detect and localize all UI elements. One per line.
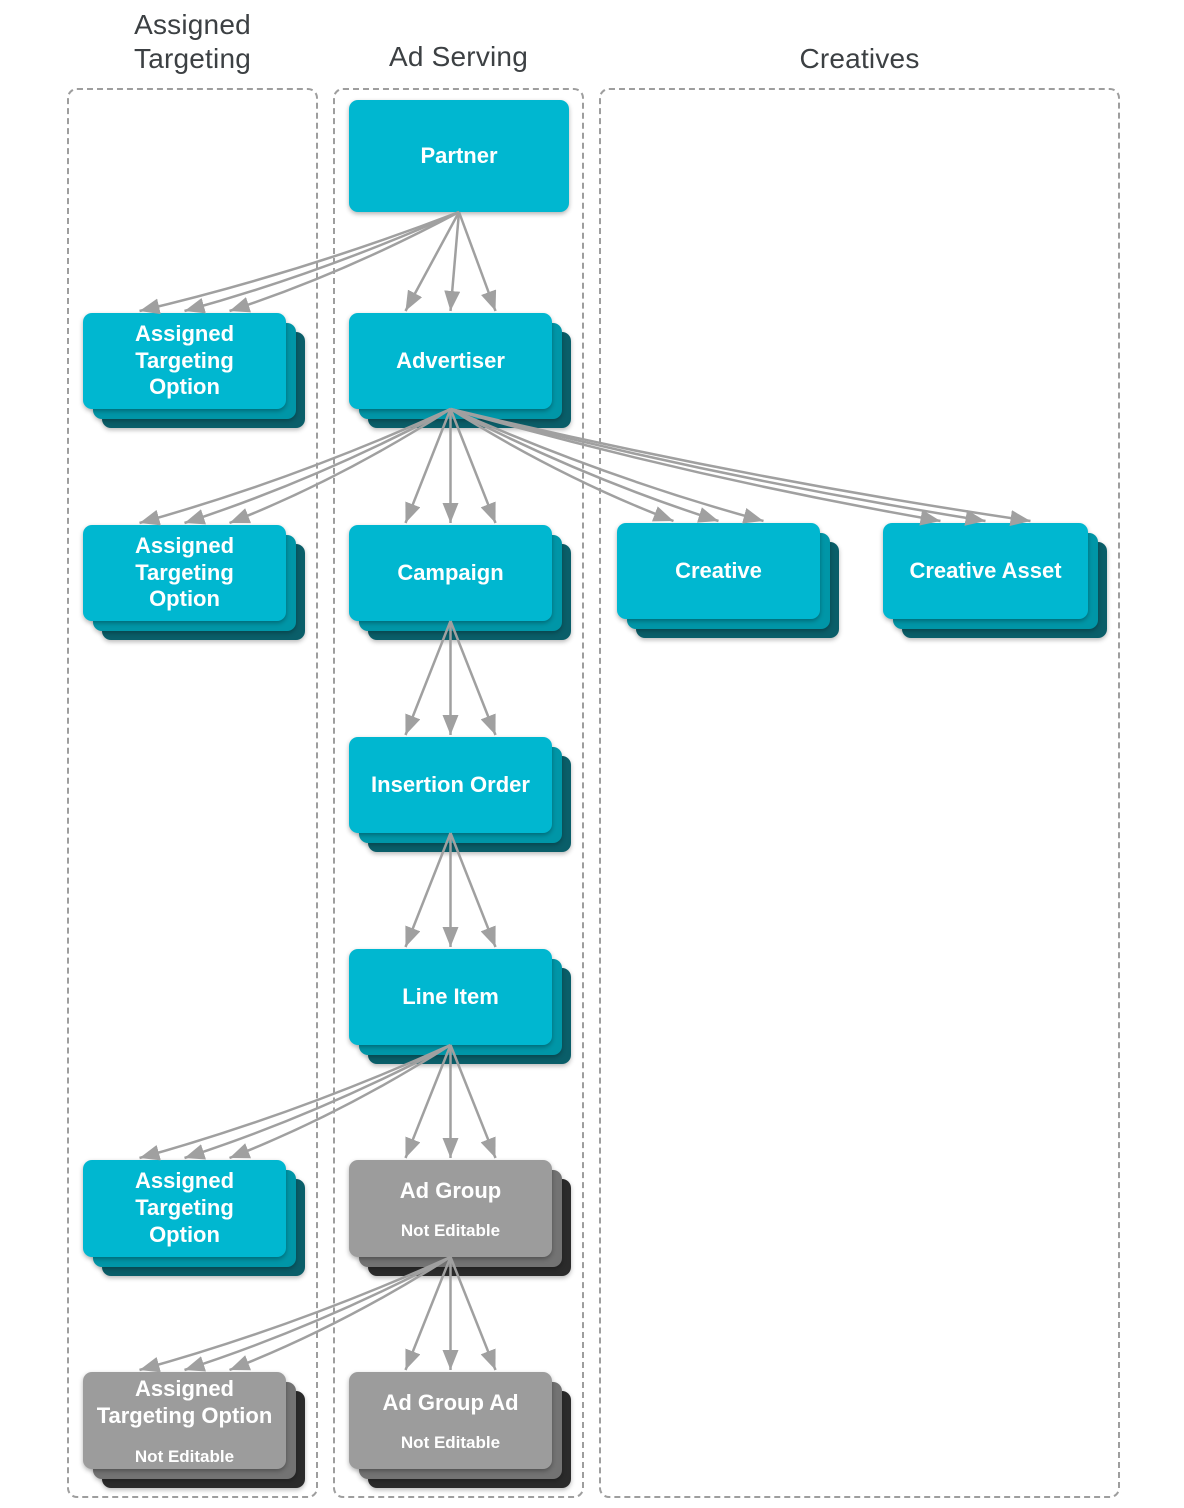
- node-label: Ad Group Ad: [382, 1389, 519, 1415]
- node-sublabel: Not Editable: [400, 1433, 501, 1453]
- node-label: Partner: [420, 142, 498, 168]
- node-line-item: Line Item: [349, 949, 571, 1064]
- lane-ad-serving: [333, 88, 584, 1498]
- node-card: Advertiser: [349, 313, 552, 409]
- node-label: Assigned Targeting Option: [134, 1168, 235, 1247]
- node-advertiser: Advertiser: [349, 313, 571, 428]
- node-sublabel: Not Editable: [400, 1221, 501, 1241]
- column-title-creatives: Creatives: [799, 43, 920, 74]
- node-ato-3: Assigned Targeting Option: [83, 1160, 305, 1276]
- node-card: Assigned Targeting Option: [83, 525, 286, 621]
- node-insertion-order: Insertion Order: [349, 737, 571, 852]
- node-card: Line Item: [349, 949, 552, 1045]
- lane-assigned-targeting: [67, 88, 318, 1498]
- node-card: Partner: [349, 100, 569, 212]
- node-creative-asset: Creative Asset: [883, 523, 1107, 638]
- node-label: Insertion Order: [371, 771, 530, 797]
- node-campaign: Campaign: [349, 525, 571, 640]
- node-label: Assigned Targeting Option: [96, 1376, 273, 1428]
- node-card: Ad Group Ad Not Editable: [349, 1372, 552, 1469]
- node-card: Creative: [617, 523, 820, 619]
- node-creative: Creative: [617, 523, 839, 638]
- node-sublabel: Not Editable: [134, 1446, 235, 1466]
- node-label: Creative: [675, 557, 762, 583]
- lane-creatives: [599, 88, 1120, 1498]
- column-title-assigned-targeting: Assigned Targeting: [134, 9, 251, 75]
- node-label: Line Item: [402, 983, 499, 1009]
- node-label: Campaign: [397, 559, 504, 585]
- node-card: Assigned Targeting Option: [83, 1160, 286, 1257]
- node-ato-2: Assigned Targeting Option: [83, 525, 305, 640]
- node-card: Creative Asset: [883, 523, 1088, 619]
- node-ato-1: Assigned Targeting Option: [83, 313, 305, 428]
- node-card: Insertion Order: [349, 737, 552, 833]
- node-label: Creative Asset: [909, 557, 1062, 583]
- node-partner: Partner: [349, 100, 569, 212]
- node-label: Assigned Targeting Option: [134, 320, 235, 400]
- column-title-ad-serving: Ad Serving: [389, 41, 528, 72]
- node-label: Assigned Targeting Option: [134, 532, 235, 612]
- node-ad-group-ad: Ad Group Ad Not Editable: [349, 1372, 571, 1488]
- node-card: Campaign: [349, 525, 552, 621]
- node-label: Advertiser: [396, 347, 505, 373]
- node-card: Assigned Targeting Option: [83, 313, 286, 409]
- node-label: Ad Group: [399, 1177, 502, 1203]
